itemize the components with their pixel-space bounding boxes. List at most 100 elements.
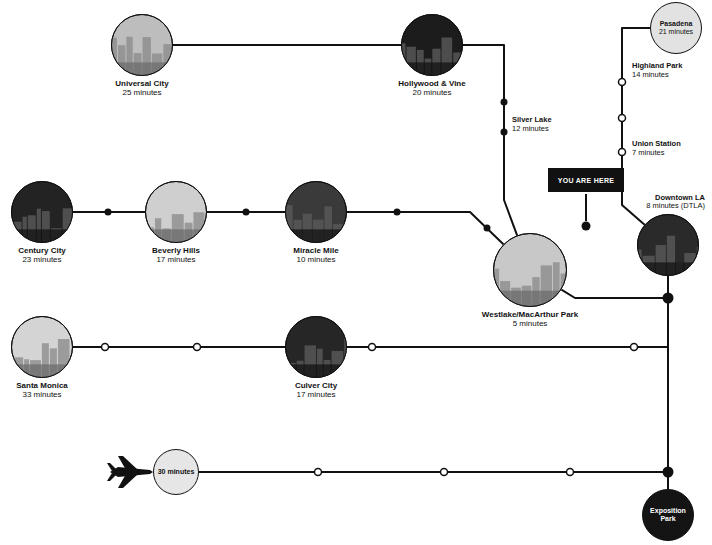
site-dot (582, 222, 591, 231)
destination-circle: Exposition Park (642, 489, 694, 541)
place-name: Century City (18, 246, 66, 255)
circle-outline (286, 182, 347, 243)
travel-time: 23 minutes (18, 255, 66, 264)
place-name: Hollywood & Vine (398, 79, 465, 88)
photo-ground (111, 62, 173, 76)
circle-fill (112, 15, 173, 76)
open-station-dot (102, 344, 109, 351)
open-station-dot (619, 115, 626, 122)
circle-outline (12, 317, 73, 378)
photo-shape (553, 262, 560, 307)
photo-ground (285, 364, 347, 378)
travel-time: 20 minutes (398, 88, 465, 97)
place-caption: Universal City25 minutes (115, 79, 168, 97)
place-name: Miracle Mile (293, 246, 338, 255)
destination-circle: Downtown LA8 minutes (DTLA) (637, 214, 699, 276)
open-station-dot (631, 344, 638, 351)
destination-circle: Santa Monica33 minutes (11, 316, 73, 378)
site-label: YOU ARE HERE (558, 177, 615, 184)
transit-line (173, 44, 401, 46)
station-time: 12 minutes (512, 125, 549, 133)
place-caption: Beverly Hills17 minutes (152, 246, 200, 264)
open-station-dot (194, 344, 201, 351)
circle-outline (286, 317, 347, 378)
transit-line (463, 45, 517, 235)
place-caption: 30 minutes (157, 468, 196, 476)
station-dot (484, 225, 491, 232)
photo-texture (11, 339, 79, 378)
circle-outline (12, 182, 73, 243)
photo-texture (285, 338, 354, 378)
site-caption: YOU ARE HERE (548, 168, 624, 192)
station-dot (105, 209, 112, 216)
station-dot (394, 209, 401, 216)
station-time: 14 minutes (632, 71, 669, 79)
circle-photo (145, 181, 207, 243)
circle-photo (11, 316, 73, 378)
destination-circle: Hollywood & Vine20 minutes (401, 14, 463, 76)
open-station-dot (567, 469, 574, 476)
photo-ground (11, 229, 73, 243)
site-pointer (585, 194, 587, 221)
circle-photo (111, 14, 173, 76)
photo-shape (637, 250, 642, 276)
circle-fill (494, 234, 567, 307)
station-time: 7 minutes (632, 149, 665, 157)
destination-circle: Culver City17 minutes (285, 316, 347, 378)
site-box: YOU ARE HERE (548, 168, 624, 192)
place-name: Culver City (295, 381, 337, 390)
station-name: Union Station (632, 140, 681, 148)
travel-time: 8 minutes (DTLA) (646, 202, 705, 211)
destination-circle: Westlake/MacArthur Park5 minutes (493, 233, 567, 307)
photo-texture (401, 37, 464, 76)
circle-outline (638, 215, 699, 276)
photo-shape (406, 47, 415, 76)
destination-circle: 30 minutes (153, 449, 199, 495)
photo-ground (11, 364, 73, 378)
photo-ground (285, 229, 347, 243)
circle-photo (637, 214, 699, 276)
place-caption: Downtown LA8 minutes (DTLA) (646, 194, 705, 211)
travel-time: 10 minutes (293, 255, 338, 264)
transit-line (561, 276, 668, 298)
destination-circle: Universal City25 minutes (111, 14, 173, 76)
travel-time: 33 minutes (16, 390, 68, 399)
place-name: 30 minutes (157, 468, 196, 476)
photo-shape (561, 274, 573, 307)
open-station-dot (315, 469, 322, 476)
transit-line (199, 472, 668, 489)
place-caption: Santa Monica33 minutes (16, 381, 68, 399)
photo-shape (345, 225, 351, 243)
place-caption: Miracle Mile10 minutes (293, 246, 338, 264)
place-name: Westlake/MacArthur Park (482, 310, 578, 319)
circle-fill (154, 450, 199, 495)
open-station-dot (441, 469, 448, 476)
place-caption: Hollywood & Vine20 minutes (398, 79, 465, 97)
place-name: Santa Monica (16, 381, 68, 390)
destination-circle: Beverly Hills17 minutes (145, 181, 207, 243)
circle-outline (494, 234, 567, 307)
airplane-tail (107, 473, 117, 481)
travel-time: 25 minutes (115, 88, 168, 97)
photo-shape (118, 45, 125, 76)
circle-fill (643, 490, 694, 541)
photo-texture (11, 208, 75, 243)
transit-line (667, 276, 669, 489)
station-dot (243, 209, 250, 216)
circle-photo (401, 14, 463, 76)
station-name: Silver Lake (512, 116, 552, 124)
station-dot (501, 129, 508, 136)
place-name: Pasadena (654, 20, 698, 28)
place-caption: Culver City17 minutes (295, 381, 337, 399)
travel-time: 5 minutes (482, 319, 578, 328)
station-dot (501, 99, 508, 106)
photo-ground (637, 262, 699, 276)
circle-photo (493, 233, 567, 307)
travel-time: 17 minutes (152, 255, 200, 264)
place-name: Beverly Hills (152, 246, 200, 255)
circle-photo (11, 181, 73, 243)
travel-time: 21 minutes (654, 28, 698, 36)
place-name: Universal City (115, 79, 168, 88)
